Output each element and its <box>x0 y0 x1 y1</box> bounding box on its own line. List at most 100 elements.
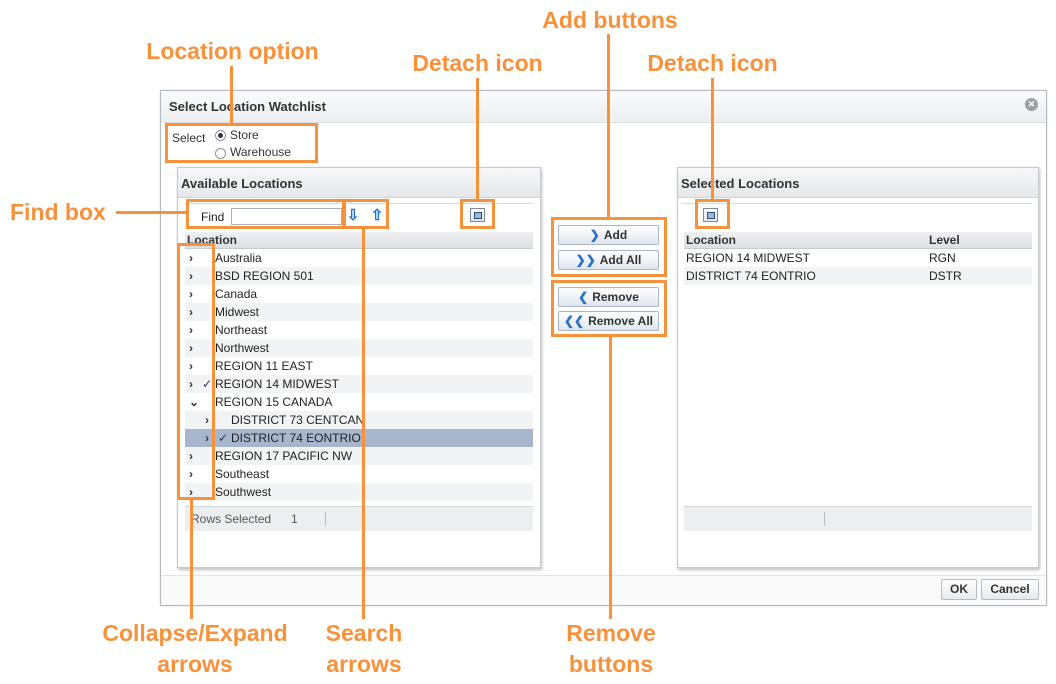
selected-locations-panel: Selected Locations Location Level REGION… <box>677 167 1039 568</box>
location-option-highlight <box>165 123 318 163</box>
location-label: REGION 15 CANADA <box>215 395 333 409</box>
location-row[interactable]: › Midwest <box>185 303 533 321</box>
add-all-button[interactable]: ❯❯Add All <box>558 250 659 270</box>
collapse-expand-callout-line1: Collapse/Expand <box>102 620 288 646</box>
location-row[interactable]: › Southeast <box>185 465 533 483</box>
collapse-expand-highlight <box>177 243 215 500</box>
selected-status-bar <box>684 506 1032 531</box>
checkmark-icon: ✓ <box>202 377 213 391</box>
remove-button[interactable]: ❮Remove <box>558 287 659 307</box>
double-chevron-right-icon: ❯❯ <box>575 253 596 267</box>
selected-level-label: DSTR <box>929 269 962 283</box>
collapse-arrow-icon[interactable]: ⌄ <box>189 395 200 409</box>
find-input[interactable] <box>231 208 342 225</box>
location-label: BSD REGION 501 <box>215 269 314 283</box>
expand-arrow-icon[interactable]: › <box>189 269 193 283</box>
remove-buttons-highlight <box>551 280 667 337</box>
detach-left-highlight <box>460 199 495 229</box>
location-row[interactable]: ›Australia <box>185 249 533 267</box>
location-label: Southwest <box>215 485 272 499</box>
expand-arrow-icon[interactable]: › <box>189 305 193 319</box>
expand-arrow-icon[interactable]: › <box>189 467 193 481</box>
collapse-expand-callout-line2: arrows <box>157 651 233 677</box>
location-label: REGION 14 MIDWEST <box>215 377 340 391</box>
location-row[interactable]: ›Northwest <box>185 339 533 357</box>
available-panel-header: Available Locations <box>178 168 540 198</box>
location-row[interactable]: › Northeast <box>185 321 533 339</box>
location-row[interactable]: › DISTRICT 73 CENTCAN <box>185 411 533 429</box>
warehouse-radio-label: Warehouse <box>230 145 291 159</box>
location-label: Northeast <box>215 323 268 337</box>
location-row[interactable]: ›✓DISTRICT 74 EONTRIO <box>185 429 533 447</box>
chevron-left-icon: ❮ <box>578 290 589 304</box>
available-rows: ›Australia›BSD REGION 501›Canada›Midwest… <box>185 249 533 501</box>
add-buttons-highlight <box>551 217 667 277</box>
rows-selected-count: 1 <box>291 512 298 526</box>
selected-table-header: Location Level <box>684 232 1032 249</box>
search-up-arrow-icon[interactable]: ⇧ <box>370 207 384 224</box>
selected-location-row[interactable]: DISTRICT 74 EONTRIO DSTR <box>684 267 1032 285</box>
add-button[interactable]: ❯Add <box>558 225 659 245</box>
location-row[interactable]: › Canada <box>185 285 533 303</box>
select-location-watchlist-dialog: Select Location Watchlist ✕ Select Store… <box>160 90 1047 606</box>
store-radio-label: Store <box>230 128 259 142</box>
find-box-highlight <box>186 199 345 229</box>
expand-arrow-icon[interactable]: › <box>189 341 193 355</box>
location-label: Midwest <box>215 305 260 319</box>
level-column-header[interactable]: Level <box>929 233 960 247</box>
expand-arrow-icon[interactable]: › <box>189 449 193 463</box>
store-radio[interactable] <box>215 130 226 141</box>
location-row[interactable]: › Southwest <box>185 483 533 501</box>
available-table-header: Location <box>185 232 533 249</box>
selected-level-label: RGN <box>929 251 956 265</box>
location-row[interactable]: ⌄ REGION 15 CANADA <box>185 393 533 411</box>
search-arrows-callout-line2: arrows <box>326 651 402 677</box>
remove-all-button[interactable]: ❮❮Remove All <box>558 311 659 331</box>
location-label: Southeast <box>215 467 270 481</box>
search-arrows-callout-line1: Search <box>325 620 403 646</box>
chevron-right-icon: ❯ <box>589 228 600 242</box>
location-label: Canada <box>215 287 258 301</box>
selected-location-label: DISTRICT 74 EONTRIO <box>686 269 816 283</box>
location-row[interactable]: › BSD REGION 501 <box>185 267 533 285</box>
dialog-footer: OK Cancel <box>161 575 1046 605</box>
detach-icon[interactable] <box>703 208 718 222</box>
available-locations-panel: Available Locations Find ⇩ ⇧ Location ›A… <box>177 167 541 568</box>
expand-arrow-icon[interactable]: › <box>189 323 193 337</box>
collapse-expand-callout: Collapse/Expand arrows <box>100 618 290 680</box>
location-label: DISTRICT 73 CENTCAN <box>231 413 365 427</box>
location-row[interactable]: › ✓REGION 14 MIDWEST <box>185 375 533 393</box>
detach-right-highlight <box>695 199 730 229</box>
available-panel-title: Available Locations <box>181 176 303 191</box>
expand-arrow-icon[interactable]: › <box>189 377 193 391</box>
add-all-button-label: Add All <box>599 253 642 267</box>
expand-arrow-icon[interactable]: › <box>189 359 193 373</box>
expand-arrow-icon[interactable]: › <box>205 431 209 445</box>
rows-selected-label: Rows Selected <box>191 512 272 526</box>
remove-button-label: Remove <box>592 290 639 304</box>
search-arrows-callout: Search arrows <box>305 618 423 680</box>
detach-icon[interactable] <box>470 208 485 222</box>
location-row[interactable]: ›REGION 17 PACIFIC NW <box>185 447 533 465</box>
search-down-arrow-icon[interactable]: ⇩ <box>346 207 360 224</box>
remove-buttons-callout-line1: Remove <box>566 620 656 646</box>
dialog-title-bar: Select Location Watchlist ✕ <box>161 91 1046 123</box>
detach-icon-callout-right: Detach icon <box>647 50 778 76</box>
warehouse-radio[interactable] <box>215 148 226 159</box>
location-row[interactable]: ›REGION 11 EAST <box>185 357 533 375</box>
remove-buttons-callout: Remove buttons <box>550 618 672 680</box>
expand-arrow-icon[interactable]: › <box>189 485 193 499</box>
ok-button[interactable]: OK <box>941 579 977 600</box>
expand-arrow-icon[interactable]: › <box>189 251 193 265</box>
cancel-button[interactable]: Cancel <box>981 579 1039 600</box>
location-column-header[interactable]: Location <box>686 233 736 247</box>
dialog-title: Select Location Watchlist <box>169 99 326 114</box>
expand-arrow-icon[interactable]: › <box>205 413 209 427</box>
remove-all-button-label: Remove All <box>588 314 654 328</box>
add-button-label: Add <box>603 228 628 242</box>
expand-arrow-icon[interactable]: › <box>189 287 193 301</box>
close-icon[interactable]: ✕ <box>1025 98 1038 111</box>
checkmark-icon: ✓ <box>218 431 229 445</box>
